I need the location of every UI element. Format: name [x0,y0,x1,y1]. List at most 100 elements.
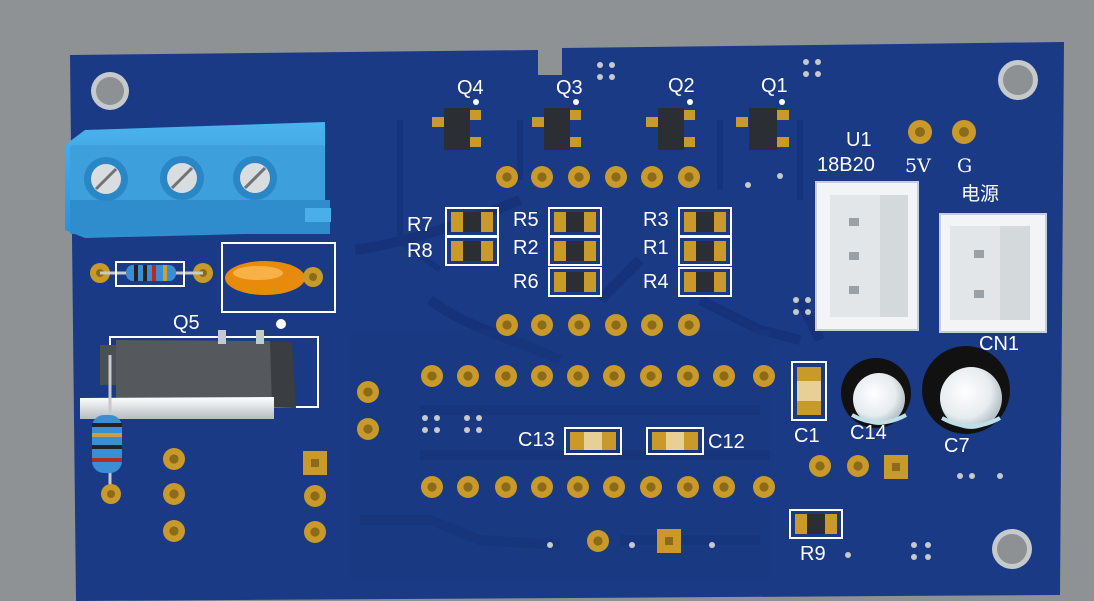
label-q4: Q4 [457,77,484,99]
through-hole-pad [531,365,553,387]
via [597,62,603,68]
through-hole-pads [163,166,869,552]
through-hole-pad [678,166,700,188]
via [815,71,821,77]
label-r8: R8 [407,240,433,262]
through-hole-pad [496,314,518,336]
through-hole-pad [677,365,699,387]
via [925,542,931,548]
via [793,309,799,315]
via [434,427,440,433]
axial-resistor [90,261,213,287]
label-18b20: 18B20 [817,154,875,176]
label-r7: R7 [407,214,433,236]
label-r5: R5 [513,209,539,231]
through-hole-pad [809,455,831,477]
through-hole-pad [568,166,590,188]
through-hole-pad [357,418,379,440]
label-5v: 5V [905,155,931,177]
via [476,427,482,433]
label-r9: R9 [800,543,826,565]
through-hole-pad [603,365,625,387]
via [422,415,428,421]
label-r4: R4 [643,271,669,293]
via [997,473,1003,479]
via [464,427,470,433]
label-c14: C14 [850,422,887,444]
label-r3: R3 [643,209,669,231]
label-q5: Q5 [173,312,200,334]
via [609,74,615,80]
through-hole-pad [531,476,553,498]
label-c1: C1 [794,425,820,447]
through-hole-pad [605,166,627,188]
label-power: 电源 [961,183,1000,205]
through-hole-pad [567,476,589,498]
sensor-connector-u1 [815,181,919,331]
label-r1: R1 [643,237,669,259]
mounting-hole-bottom-right [992,529,1032,569]
smd-capacitor-c12 [646,427,704,455]
through-hole-pad [163,448,185,470]
square-pads [303,451,908,553]
via [793,297,799,303]
through-hole-pad [567,365,589,387]
via [777,173,783,179]
via [805,309,811,315]
smd-resistor [445,236,499,266]
through-hole-pad [753,365,775,387]
via [547,542,553,548]
sot23-q1 [736,99,789,150]
through-hole-pad [640,365,662,387]
via [957,473,963,479]
through-hole-pad [568,314,590,336]
smd-resistor-group [445,207,732,297]
through-hole-pad [357,381,379,403]
via [745,182,751,188]
screw-terminal-block [65,122,331,238]
sot23-q4 [432,99,481,150]
through-hole-pad [531,166,553,188]
label-q2: Q2 [668,75,695,97]
via [803,71,809,77]
through-hole-pad [753,476,775,498]
via [803,59,809,65]
sot23-q3 [532,99,581,150]
via [911,554,917,560]
via [845,552,851,558]
via [815,59,821,65]
label-q1: Q1 [761,75,788,97]
through-hole-pad [495,476,517,498]
through-hole-pad [421,365,443,387]
via [476,415,482,421]
through-hole-pad [713,476,735,498]
power-test-pads [908,120,976,144]
through-hole-pad [496,166,518,188]
through-hole-pad [641,166,663,188]
label-q3: Q3 [556,77,583,99]
through-hole-pad [847,455,869,477]
through-hole-pad [163,483,185,505]
via [629,542,635,548]
transistor-q5 [80,319,319,419]
via [434,415,440,421]
label-c13: C13 [518,429,555,451]
through-hole-pad [531,314,553,336]
mounting-hole-top-left [91,72,129,110]
through-hole-pad [457,365,479,387]
power-connector-cn1 [939,213,1047,333]
through-hole-pad [495,365,517,387]
smd-resistor [548,207,602,237]
through-hole-pad [163,520,185,542]
mounting-hole-top-right [998,60,1038,100]
sot23-q2 [646,99,695,150]
smd-capacitor-c1 [791,361,827,421]
via [597,74,603,80]
via [422,427,428,433]
through-hole-pad [678,314,700,336]
through-hole-pad [640,476,662,498]
through-hole-pad [587,530,609,552]
via [709,542,715,548]
label-r6: R6 [513,271,539,293]
